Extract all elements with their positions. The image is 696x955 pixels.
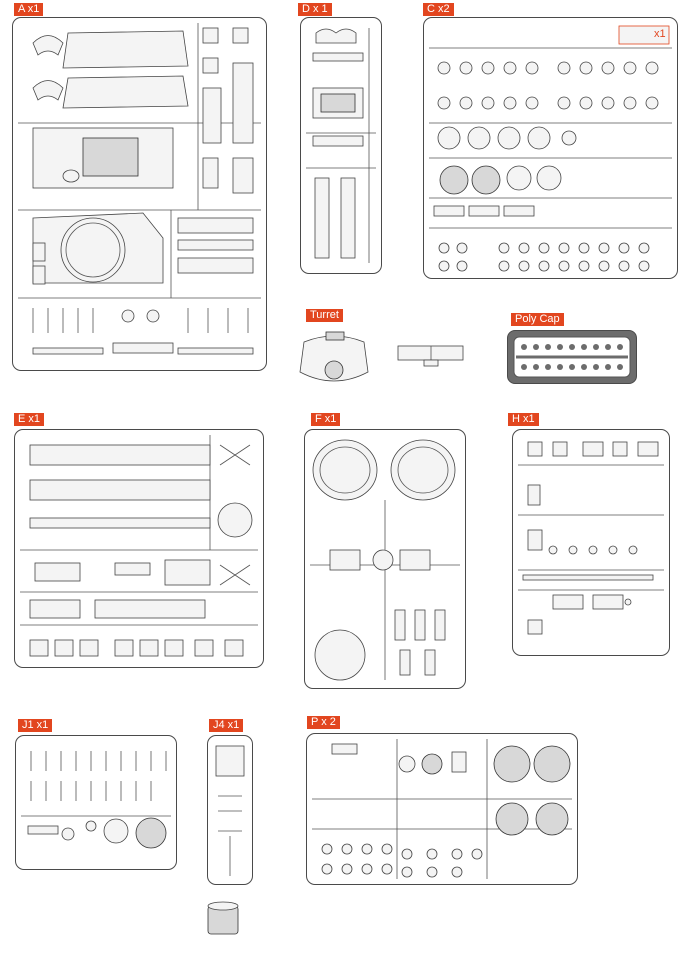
sprue-p <box>306 733 578 885</box>
j4-barrel-part <box>207 901 239 935</box>
sprue-d <box>300 17 382 274</box>
sprue-p-label: P x 2 <box>307 716 340 729</box>
sprue-f-parts <box>310 439 460 681</box>
sprue-a-label: A x1 <box>14 3 44 16</box>
sprue-f <box>304 429 466 689</box>
sprue-j1-label: J1 x1 <box>18 719 53 732</box>
sprue-c: x1 <box>423 17 678 279</box>
sprue-j4 <box>207 735 253 885</box>
turret-part <box>299 331 369 382</box>
c-inset-count: x1 <box>654 28 666 40</box>
sprue-e-label: E x1 <box>14 413 45 426</box>
sprue-a-parts <box>18 23 261 355</box>
sprue-d-label: D x 1 <box>298 3 332 16</box>
sprue-a <box>12 17 267 371</box>
polycap-sprue <box>507 330 637 384</box>
turret-label: Turret <box>306 309 343 322</box>
sprue-h <box>512 429 670 656</box>
sprue-f-label: F x1 <box>311 413 341 426</box>
sprue-c-parts <box>429 25 672 272</box>
sprue-d-parts <box>306 28 376 263</box>
polycap-label: Poly Cap <box>511 313 564 326</box>
sprue-j4-parts <box>215 745 245 876</box>
sprue-e-parts <box>20 435 258 657</box>
sprue-h-label: H x1 <box>508 413 539 426</box>
sprue-j1-parts <box>21 751 171 849</box>
sprue-h-parts <box>518 441 664 635</box>
sprue-j4-label: J4 x1 <box>209 719 244 732</box>
sprue-p-parts <box>312 739 572 879</box>
sprue-e <box>14 429 264 668</box>
sprue-c-label: C x2 <box>423 3 454 16</box>
sprue-j1 <box>15 735 177 870</box>
polycap-parts <box>513 336 631 378</box>
turret-roof-part <box>397 345 464 367</box>
